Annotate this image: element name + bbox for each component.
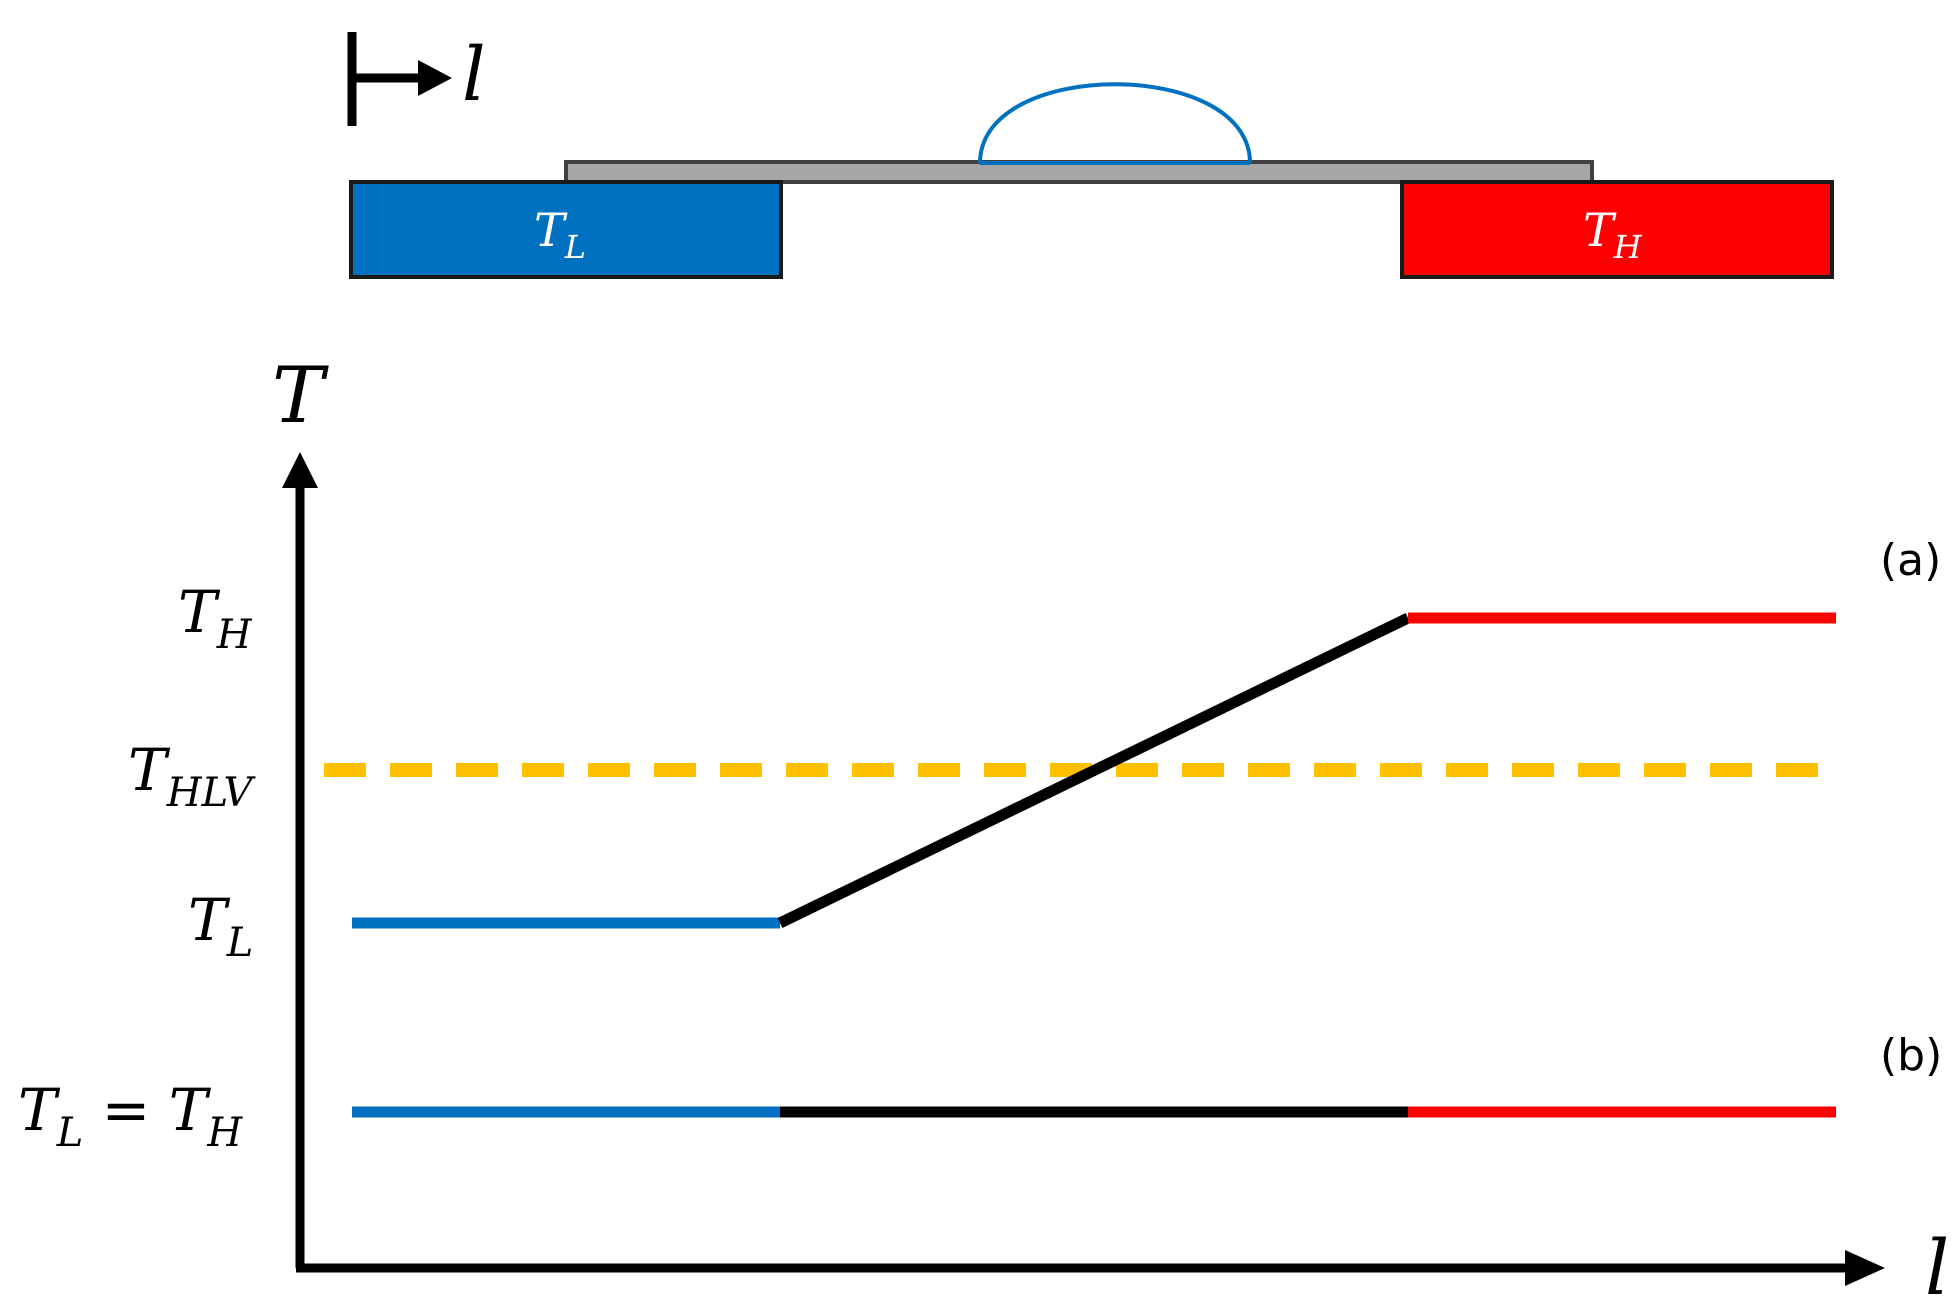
tick-label-t-low-main: T <box>188 886 231 954</box>
svg-text:TH: TH <box>1583 203 1643 266</box>
tick-label-t-low-sub: L <box>226 920 254 966</box>
cold-block <box>349 180 783 279</box>
temperature-plot: T l TH THLV TL TL = TH (a) (b) <box>18 351 1949 1312</box>
x-axis-arrowhead-icon <box>1845 1250 1885 1286</box>
position-indicator: l <box>347 32 486 126</box>
cold-block-label-sub: L <box>564 228 586 266</box>
tick-label-t-equal-sign: = <box>83 1076 168 1144</box>
tick-label-t-hlv: THLV <box>128 736 256 816</box>
setup-sketch: l TL TH <box>347 32 1834 279</box>
profile-case-b: (b) <box>352 1030 1942 1118</box>
hot-block-label-sub: H <box>1613 228 1643 266</box>
svg-text:TL: TL <box>534 203 586 266</box>
cold-block-label-main: T <box>534 203 568 257</box>
tick-label-t-hlv-sub: HLV <box>166 770 257 816</box>
y-axis-arrowhead-icon <box>282 452 318 488</box>
tick-label-t-high-sub: H <box>216 612 253 658</box>
tick-label-t-equal-right-sub: H <box>206 1110 243 1156</box>
hot-block-label-main: T <box>1583 203 1617 257</box>
position-axis-label: l <box>462 32 486 118</box>
tick-label-t-equal-left: T <box>18 1076 61 1144</box>
tick-label-t-equal-left-sub: L <box>56 1110 84 1156</box>
case-a-label: (a) <box>1880 535 1941 586</box>
droplet <box>978 82 1252 164</box>
position-arrowhead-icon <box>418 60 452 96</box>
y-axis-label: T <box>272 351 329 441</box>
tick-label-t-high-main: T <box>178 578 221 646</box>
hot-block-label: TH <box>1583 203 1643 266</box>
tick-label-t-equal-right: T <box>169 1076 212 1144</box>
profile-case-a: (a) <box>352 535 1941 929</box>
tick-label-t-hlv-main: T <box>128 736 171 804</box>
cold-block-label: TL <box>534 203 586 266</box>
case-b-label: (b) <box>1880 1030 1942 1081</box>
tick-label-t-high: TH <box>178 578 253 658</box>
x-axis-label: l <box>1925 1223 1949 1312</box>
tick-label-t-equal: TL = TH <box>18 1076 243 1156</box>
tick-label-t-low: TL <box>188 886 253 966</box>
case-a-gradient-segment <box>777 613 1411 928</box>
hot-block <box>1400 180 1834 279</box>
